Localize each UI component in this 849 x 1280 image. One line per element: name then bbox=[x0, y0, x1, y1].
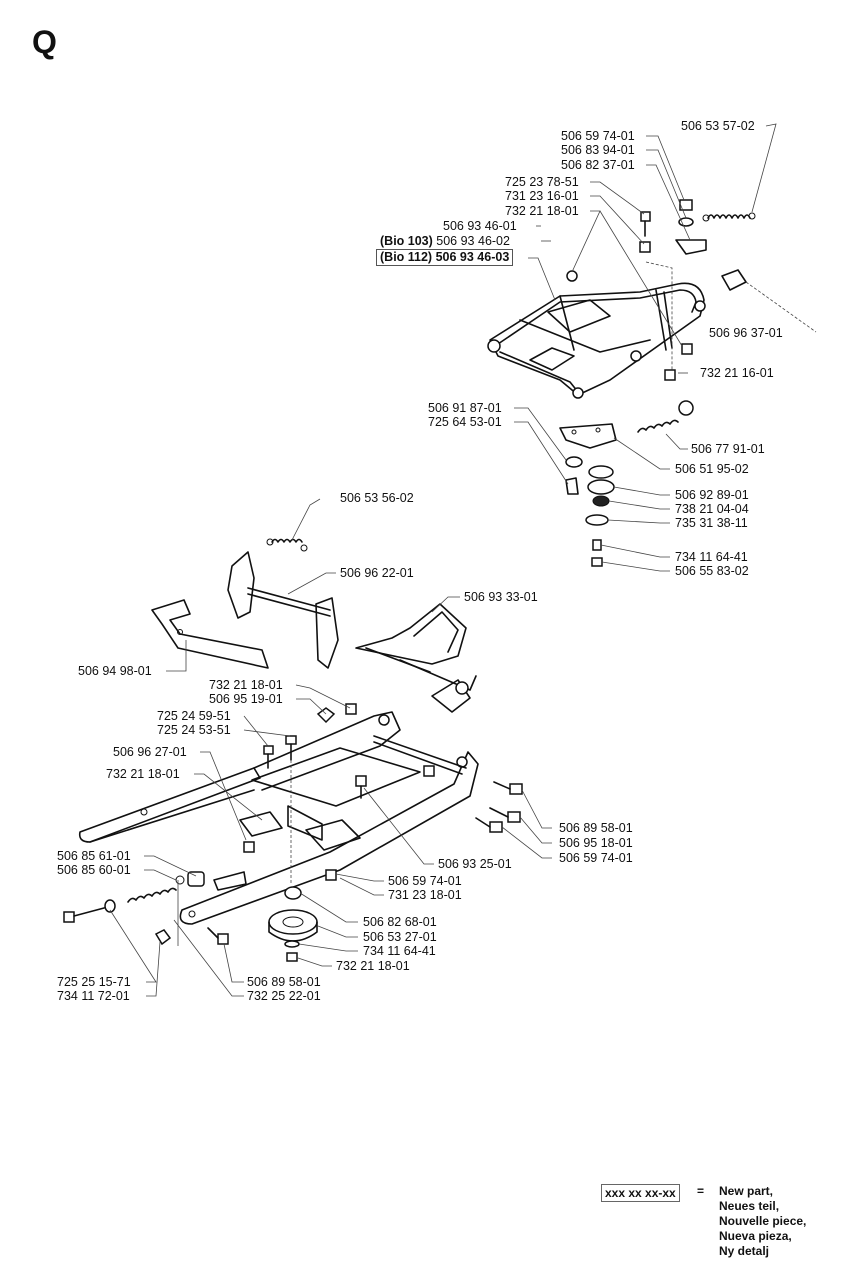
part-label: 506 85 61-01 bbox=[57, 849, 131, 863]
part-label: 506 83 94-01 bbox=[561, 143, 635, 157]
part-label: 734 11 64-41 bbox=[675, 550, 748, 564]
part-label: 506 95 19-01 bbox=[209, 692, 283, 706]
part-label: 506 96 37-01 bbox=[709, 326, 783, 340]
part-label: 506 92 89-01 bbox=[675, 488, 749, 502]
part-label: 725 64 53-01 bbox=[428, 415, 502, 429]
legend-line: New part, bbox=[719, 1184, 774, 1198]
lift-arm-assembly bbox=[227, 551, 339, 669]
pedal-assembly bbox=[355, 603, 477, 713]
part-label: 506 85 60-01 bbox=[57, 863, 131, 877]
part-label: 506 53 56-02 bbox=[340, 491, 414, 505]
part-label-bio103: (Bio 103) 506 93 46-02 bbox=[380, 234, 510, 248]
part-label: 725 24 59-51 bbox=[157, 709, 231, 723]
legend-line: Nueva pieza, bbox=[719, 1229, 792, 1243]
mounting-bracket bbox=[151, 599, 269, 669]
part-label: 734 11 64-41 bbox=[363, 944, 436, 958]
chassis-hardware bbox=[239, 703, 523, 881]
part-label: 732 21 18-01 bbox=[106, 767, 180, 781]
part-label: 506 89 58-01 bbox=[247, 975, 321, 989]
part-label: 732 21 18-01 bbox=[209, 678, 283, 692]
legend-line: Neues teil, bbox=[719, 1199, 780, 1213]
part-label: 732 21 16-01 bbox=[700, 366, 774, 380]
lift-frame-upper bbox=[487, 282, 706, 399]
part-label: 725 24 53-51 bbox=[157, 723, 231, 737]
part-label: 506 59 74-01 bbox=[388, 874, 462, 888]
part-label: 506 94 98-01 bbox=[78, 664, 152, 678]
part-label: 506 93 25-01 bbox=[438, 857, 512, 871]
part-label: 506 55 83-02 bbox=[675, 564, 749, 578]
part-label: 506 53 57-02 bbox=[681, 119, 755, 133]
part-label: 506 82 68-01 bbox=[363, 915, 437, 929]
part-label: 506 89 58-01 bbox=[559, 821, 633, 835]
part-label: 506 77 91-01 bbox=[691, 442, 765, 456]
part-label: 506 53 27-01 bbox=[363, 930, 437, 944]
part-label: 731 23 16-01 bbox=[505, 189, 579, 203]
part-label: 506 91 87-01 bbox=[428, 401, 502, 415]
model-variant: (Bio 112) bbox=[380, 250, 433, 264]
part-label: 506 96 27-01 bbox=[113, 745, 187, 759]
part-label: 506 59 74-01 bbox=[559, 851, 633, 865]
part-label: 732 21 18-01 bbox=[505, 204, 579, 218]
section-letter: Q bbox=[32, 24, 57, 60]
model-variant: (Bio 103) bbox=[380, 234, 433, 248]
legend-line: Nouvelle piece, bbox=[719, 1214, 807, 1228]
part-label: 725 23 78-51 bbox=[505, 175, 579, 189]
legend-line: Ny detalj bbox=[719, 1244, 770, 1258]
leader-lines bbox=[109, 123, 817, 997]
middle-hardware bbox=[559, 400, 694, 567]
part-label: 506 93 46-01 bbox=[443, 219, 517, 233]
part-label: 506 59 74-01 bbox=[561, 129, 635, 143]
part-label-bio112-new: (Bio 112) 506 93 46-03 bbox=[376, 249, 514, 266]
part-label: 735 31 38-11 bbox=[675, 516, 748, 530]
part-label: 734 11 72-01 bbox=[57, 989, 130, 1003]
part-label: 731 23 18-01 bbox=[388, 888, 462, 902]
part-label: 738 21 04-04 bbox=[675, 502, 749, 516]
part-label: 732 21 18-01 bbox=[336, 959, 410, 973]
part-label: 725 25 15-71 bbox=[57, 975, 131, 989]
part-label: 506 82 37-01 bbox=[561, 158, 635, 172]
part-label: 506 95 18-01 bbox=[559, 836, 633, 850]
part-label: 732 25 22-01 bbox=[247, 989, 321, 1003]
part-label: 506 96 22-01 bbox=[340, 566, 414, 580]
part-label: 506 93 33-01 bbox=[464, 590, 538, 604]
lower-left-hardware bbox=[63, 871, 229, 946]
spring-upper-left bbox=[266, 538, 308, 552]
pulley-assembly bbox=[268, 886, 318, 962]
part-number: 506 93 46-03 bbox=[435, 250, 510, 264]
chassis-frame bbox=[78, 711, 479, 925]
top-hardware bbox=[566, 199, 756, 381]
legend-translations: New part, Neues teil, Nouvelle piece, Nu… bbox=[719, 1184, 806, 1259]
legend-equals: = bbox=[697, 1184, 705, 1198]
legend-new-part-sample: xxx xx xx-xx bbox=[601, 1184, 680, 1202]
part-label: 506 51 95-02 bbox=[675, 462, 749, 476]
part-number: 506 93 46-02 bbox=[436, 234, 510, 248]
